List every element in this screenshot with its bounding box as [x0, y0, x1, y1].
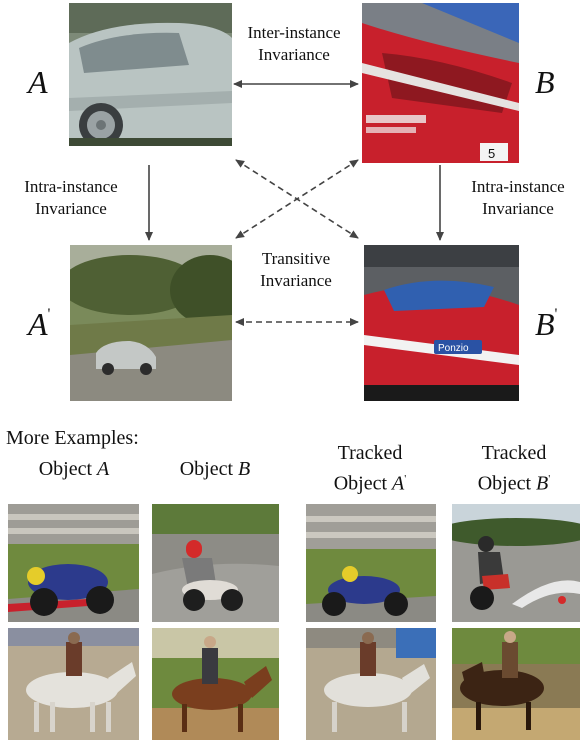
example-row1-object-b	[152, 504, 279, 622]
col4-var: B	[536, 472, 549, 495]
column-header-tracked-b: Tracked Object B'	[444, 440, 584, 497]
intra-right-line2: Invariance	[482, 199, 554, 218]
intra-right-line1: Intra-instance	[471, 177, 565, 196]
column-header-object-a: Object A	[4, 456, 144, 482]
prime-mark: '	[404, 473, 407, 485]
label-a-prime-text: A	[28, 306, 48, 342]
label-b-text: B	[535, 64, 555, 100]
column-header-tracked-a: Tracked Object A'	[300, 440, 440, 497]
label-a: A	[28, 66, 48, 98]
image-object-a-prime	[70, 245, 232, 401]
intra-instance-label-right: Intra-instance Invariance	[448, 176, 588, 220]
label-b: B	[535, 66, 555, 98]
col4-line1: Tracked	[481, 442, 547, 464]
inter-instance-label: Inter-instance Invariance	[228, 22, 360, 66]
example-row2-object-a	[8, 628, 139, 740]
example-row2-tracked-a	[306, 628, 436, 740]
cross-arrow-a-bprime	[235, 159, 359, 239]
col2-prefix: Object	[179, 458, 239, 480]
transitive-label: Transitive Invariance	[236, 248, 356, 292]
label-a-prime: A'	[28, 306, 51, 342]
examples-heading: More Examples:	[6, 426, 139, 450]
cross-arrow-b-aprime	[235, 159, 359, 239]
col3-line1: Tracked	[337, 442, 403, 464]
example-row2-object-b	[152, 628, 279, 740]
svg-text:5: 5	[488, 146, 495, 161]
image-object-b: 5	[362, 3, 519, 163]
prime-mark: '	[47, 306, 51, 324]
label-a-text: A	[28, 64, 48, 100]
col4-prefix: Object	[477, 472, 537, 495]
label-b-prime-text: B	[535, 306, 555, 342]
example-row2-tracked-b	[452, 628, 580, 740]
transitive-line2: Invariance	[260, 271, 332, 290]
col1-var: A	[97, 458, 110, 480]
intra-instance-label-left: Intra-instance Invariance	[2, 176, 140, 220]
image-object-a	[69, 3, 232, 146]
example-row1-tracked-b	[452, 504, 580, 622]
inter-instance-line2: Invariance	[258, 45, 330, 64]
svg-text:Ponzio: Ponzio	[438, 343, 469, 354]
inter-instance-line1: Inter-instance	[247, 23, 341, 42]
prime-mark: '	[548, 473, 551, 485]
prime-mark: '	[554, 306, 558, 324]
examples-heading-text: More Examples:	[6, 427, 139, 449]
intra-left-line2: Invariance	[35, 199, 107, 218]
transitive-line1: Transitive	[261, 249, 331, 268]
image-object-b-prime: Ponzio	[364, 245, 519, 401]
column-header-object-b: Object B	[145, 456, 285, 482]
col3-prefix: Object	[333, 472, 393, 495]
example-row1-object-a	[8, 504, 139, 622]
col1-prefix: Object	[38, 458, 98, 480]
label-b-prime: B'	[535, 306, 558, 342]
col2-var: B	[238, 458, 251, 480]
example-row1-tracked-a	[306, 504, 436, 622]
col3-var: A	[392, 472, 405, 495]
intra-left-line1: Intra-instance	[24, 177, 118, 196]
